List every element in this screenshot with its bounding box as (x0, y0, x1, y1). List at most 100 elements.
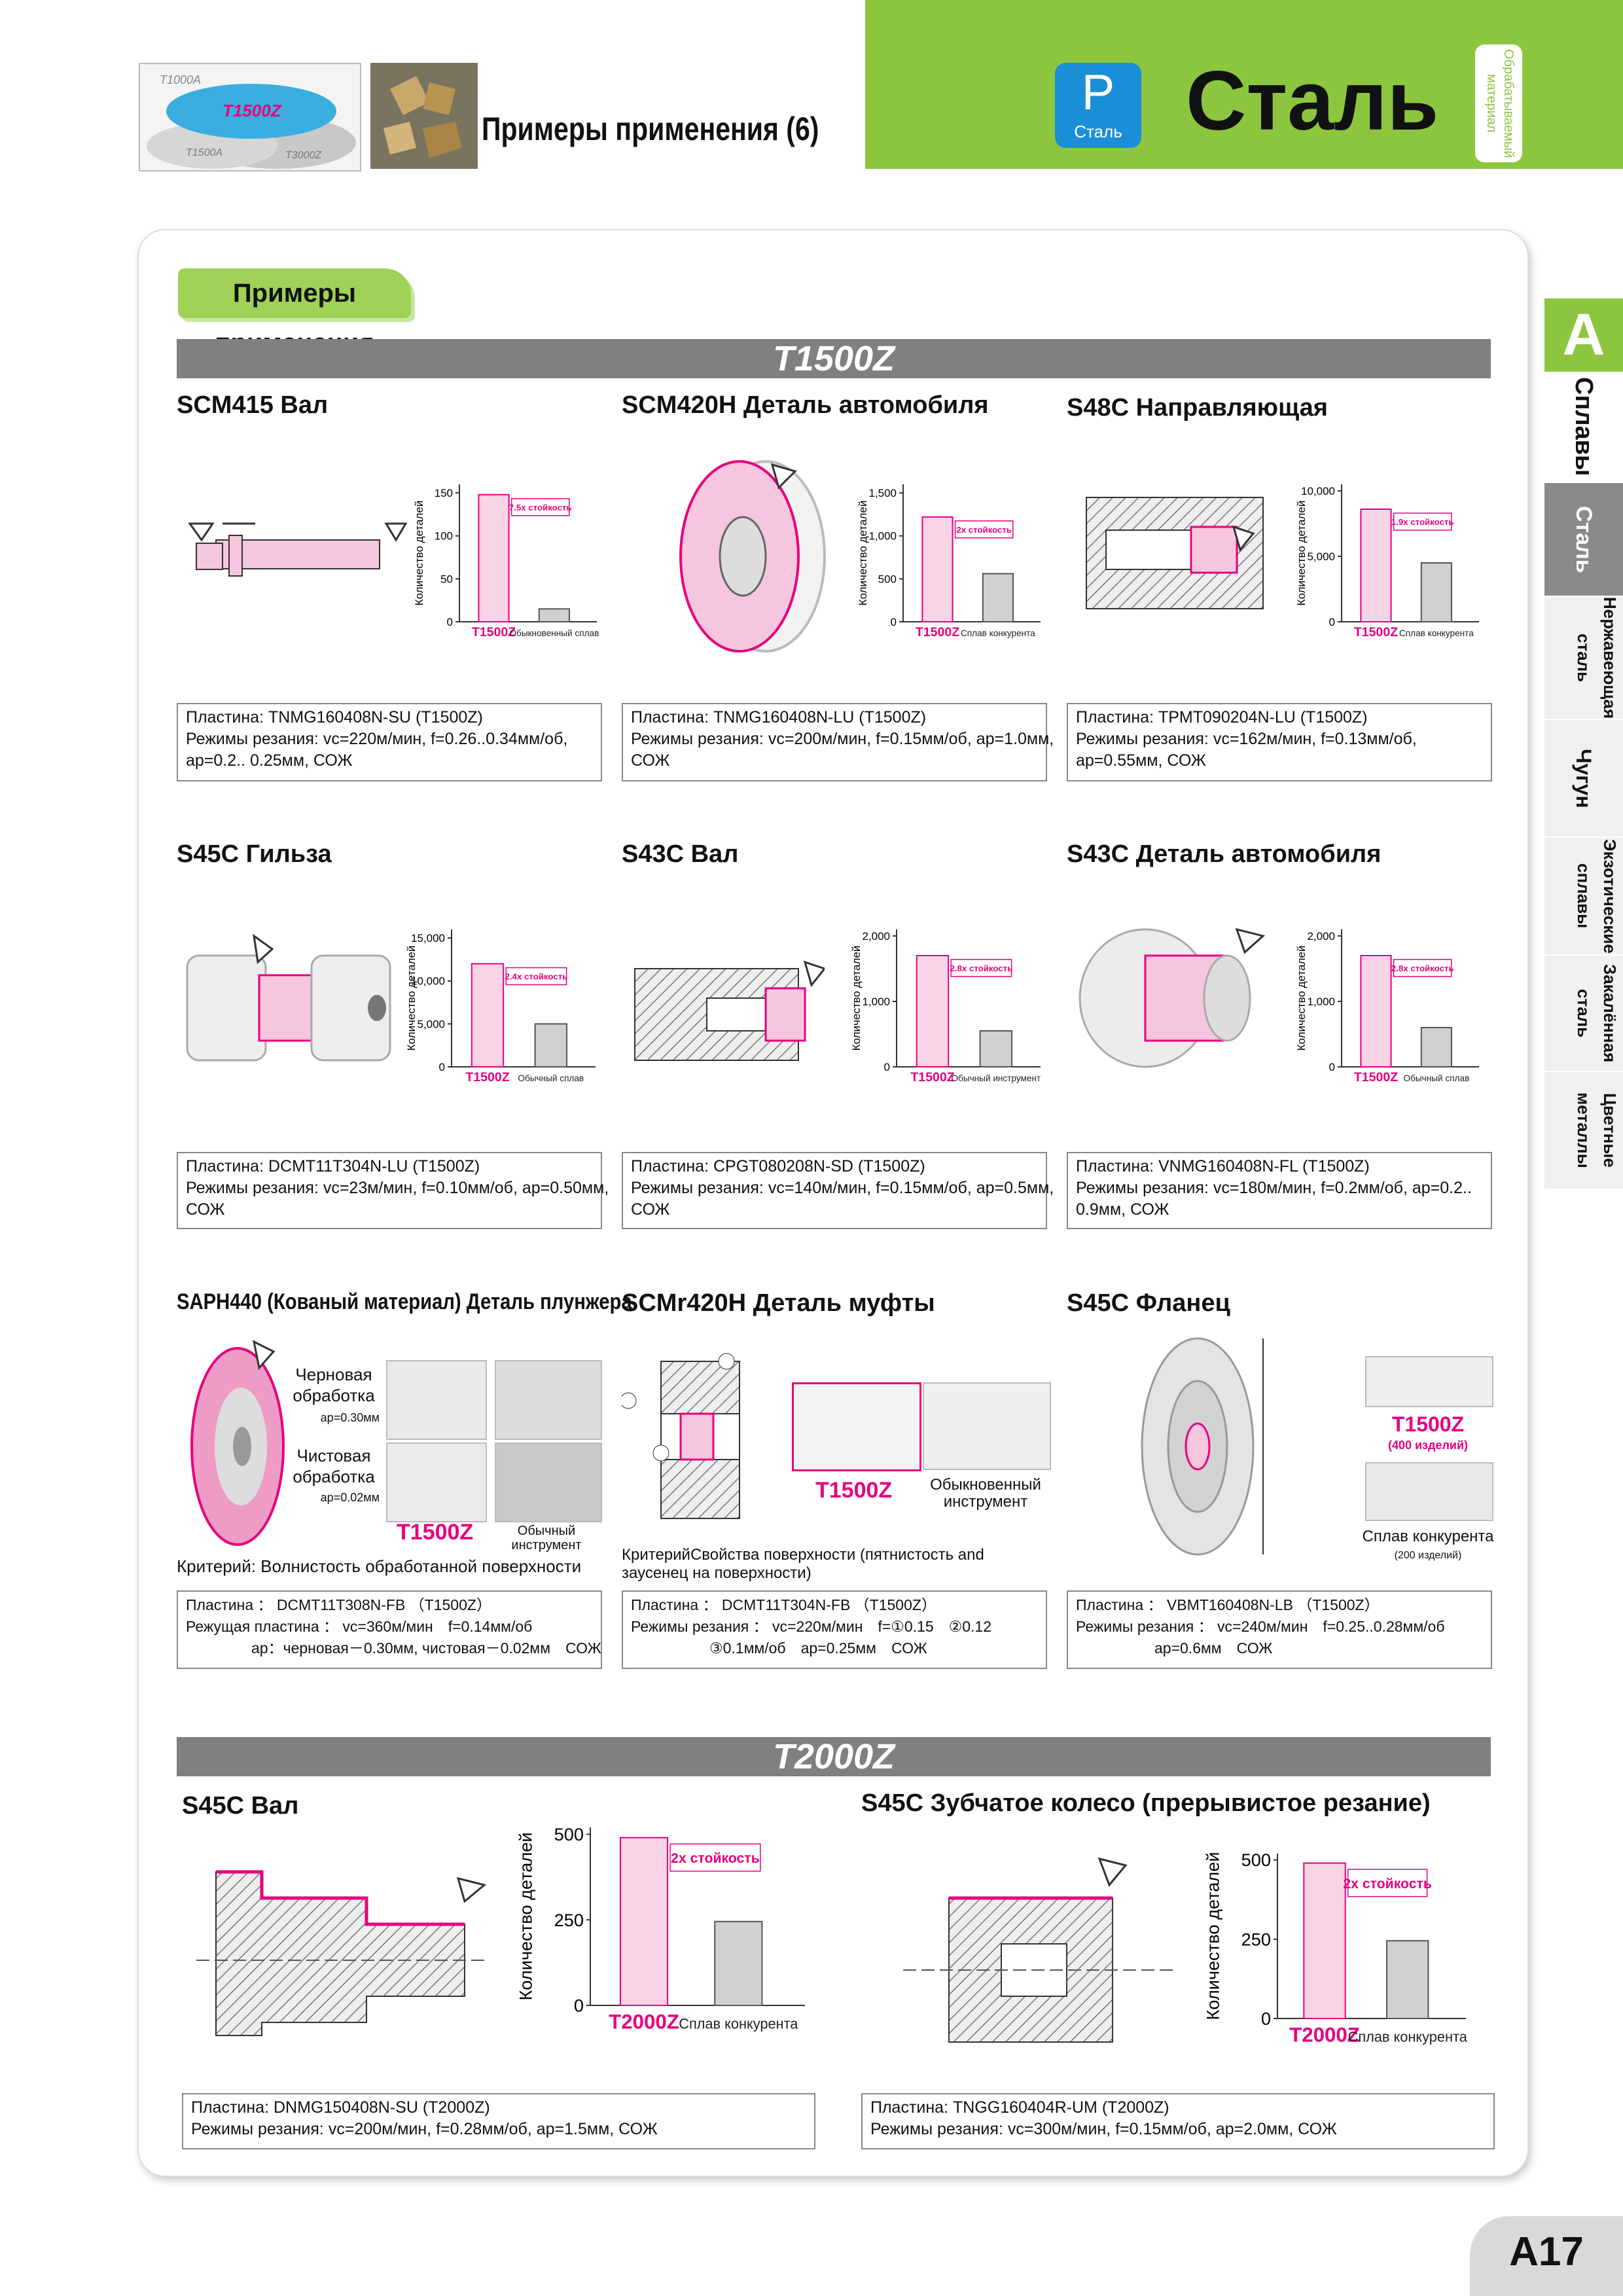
flange-drawing (1141, 1337, 1264, 1556)
y-tick-label: 2,000 (1307, 930, 1335, 942)
y-tick-label: 500 (1241, 1850, 1271, 1870)
right-tab-nonferrous[interactable]: Цветные металлы (1544, 1072, 1623, 1190)
flange-photo-2 (1365, 1462, 1493, 1521)
y-axis-label: Количество деталей (857, 501, 869, 606)
right-tab-steel[interactable]: Сталь (1544, 483, 1623, 597)
y-tick-label: 1,000 (862, 996, 890, 1008)
right-tab-alloys[interactable]: Сплавы (1544, 372, 1623, 483)
bar-competitor (538, 608, 571, 622)
durability-box (1347, 1869, 1428, 1897)
info-line: ap=0.55мм, СОЖ (1076, 751, 1206, 770)
example-title-2: SCM420H Деталь автомобиля (622, 391, 989, 419)
bar-primary (619, 1837, 669, 2006)
y-axis-label: Количество деталей (1296, 501, 1308, 606)
grade-map-thumbnail: T1000A T1500Z T1500A T3000Z (139, 63, 361, 171)
category-label: T1500Z (1354, 1070, 1398, 1085)
info-line: 0.9мм, СОЖ (1076, 1200, 1169, 1219)
durability-box (1393, 959, 1452, 977)
bar-primary (921, 516, 954, 622)
y-tick-label: 150 (435, 487, 453, 499)
finish-ap: ap=0.02мм (320, 1491, 380, 1504)
right-tab-letter[interactable]: A (1544, 298, 1623, 372)
info-line: Пластина: DNMG150408N-SU (T2000Z) (191, 2098, 490, 2117)
criterion-8: КритерийСвойства поверхности (пятнистост… (622, 1546, 984, 1582)
category-label: Сплав конкурента (1348, 2028, 1468, 2045)
y-axis-label: Количество деталей (1204, 1852, 1222, 2020)
info-line: ap=0.6мм СОЖ (1154, 1640, 1273, 1657)
guide-drawing (1086, 497, 1264, 609)
steel-badge: P Сталь (1055, 63, 1141, 148)
info-line: Пластина: CPGT080208N-SD (T1500Z) (631, 1157, 925, 1175)
section-tab: Примеры применения (178, 268, 411, 357)
t2000z-header-bar: T2000Z (177, 1737, 1491, 1776)
y-tick-label: 0 (1261, 2009, 1271, 2029)
example-title-4: S45C Гильза (177, 840, 332, 868)
rough-label: Черновая обработка (293, 1365, 375, 1405)
thumb-label-4: T3000Z (285, 150, 322, 161)
info-box-7: Пластина ： DCMT11T308N-FB （T1500Z）Режуща… (177, 1590, 602, 1669)
category-label: T2000Z (609, 2010, 679, 2033)
durability-box (505, 967, 567, 986)
info-line: ③0.1мм/об ap=0.25мм СОЖ (709, 1640, 927, 1657)
right-tab-stainless[interactable]: Нержавеющая сталь (1544, 597, 1623, 720)
y-tick-label: 0 (891, 616, 897, 628)
y-tick-label: 250 (554, 1910, 584, 1930)
chart-4: Количество деталей05,00010,00015,000T150… (406, 929, 596, 1085)
info-line: Пластина: TNMG160408N-SU (T1500Z) (186, 708, 483, 726)
example-title-1: SCM415 Вал (177, 391, 329, 419)
info-line: Режимы резания: vc=200м/мин, f=0.15мм/об… (631, 730, 1054, 748)
info-box-10: Пластина: DNMG150408N-SU (T2000Z)Режимы … (182, 2093, 815, 2149)
t1500z-header-bar: T1500Z (177, 339, 1491, 378)
example-title-8: SCMr420H Деталь муфты (622, 1289, 935, 1317)
info-line: СОЖ (186, 1200, 225, 1219)
y-tick-label: 100 (435, 530, 453, 543)
finish-label: Чистовая обработка (293, 1446, 375, 1486)
page-title: Сталь (1186, 54, 1439, 148)
y-axis-label: Количество деталей (406, 946, 418, 1051)
info-box-2: Пластина: TNMG160408N-LU (T1500Z) Режимы … (622, 703, 1054, 781)
info-line: Пластина ： DCMT11T308N-FB （T1500Z） (186, 1596, 491, 1613)
y-tick-label: 0 (574, 1996, 584, 2016)
category-label: T1500Z (465, 1070, 509, 1085)
ring-drawing (679, 460, 826, 653)
inserts-photo (370, 63, 478, 169)
chart-5: Количество деталей01,0002,000T1500ZОбычн… (851, 929, 1041, 1085)
info-line: Режимы резания: vc=23м/мин, f=0.10мм/об,… (186, 1179, 609, 1197)
side-label-box (1475, 45, 1522, 162)
category-label: T1500Z (910, 1070, 954, 1085)
bar-primary (1303, 1862, 1346, 2019)
info-line: ap=0.2.. 0.25мм, СОЖ (186, 751, 353, 770)
y-tick-label: 0 (884, 1061, 890, 1073)
right-tab-cast-iron[interactable]: Чугун (1544, 720, 1623, 838)
bar-competitor (534, 1023, 568, 1067)
durability-annotation: 2.8х стойкость (950, 963, 1013, 973)
category-label: Сплав конкурента (1399, 628, 1474, 638)
info-line: СОЖ (631, 751, 670, 770)
t1500z-label-8: T1500Z (815, 1478, 893, 1503)
bar-primary (478, 493, 510, 622)
category-label: Обычный сплав (518, 1073, 584, 1083)
info-line: Режимы резания: vc=180м/мин, f=0.2мм/об,… (1076, 1179, 1472, 1197)
info-box-8: Пластина ： DCMT11T304N-FB （T1500Z）Режимы… (622, 1590, 1047, 1669)
y-tick-label: 0 (1329, 616, 1335, 628)
info-box-9: Пластина ： VBMT160408N-LB （T1500Z）Режимы… (1067, 1590, 1492, 1669)
info-line: Режимы резания ： vc=220м/мин f=①0.15 ②0.… (631, 1618, 991, 1635)
info-line: Пластина: TNMG160408N-LU (T1500Z) (631, 708, 927, 726)
right-tab-hardened[interactable]: Закалённая сталь (1544, 956, 1623, 1072)
badge-caption: Сталь (1074, 122, 1122, 141)
shaft-drawing-2 (634, 960, 825, 1061)
surface-photo-1 (792, 1382, 921, 1471)
y-tick-label: 10,000 (1301, 485, 1335, 497)
rough-ap: ap=0.30мм (320, 1411, 380, 1424)
y-axis-label: Количество деталей (517, 1832, 535, 2000)
durability-annotation: 2х стойкость (671, 1851, 760, 1866)
gear-drawing (903, 1857, 1178, 2043)
page-subtitle: Примеры применения (6) (482, 111, 819, 147)
flange-photo-1 (1365, 1356, 1493, 1407)
example-title-9: S45C Фланец (1067, 1289, 1230, 1317)
right-tab-exotic[interactable]: Экзотические сплавы (1544, 838, 1623, 956)
durability-annotation: 2х стойкость (956, 525, 1012, 535)
